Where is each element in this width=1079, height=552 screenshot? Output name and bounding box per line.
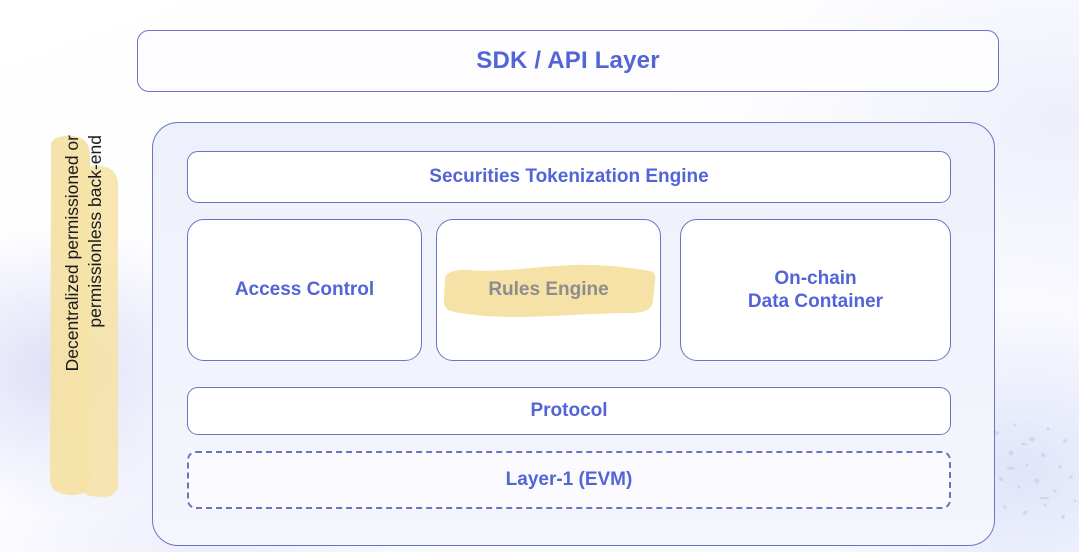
sdk-api-layer-box: SDK / API Layer bbox=[137, 30, 999, 92]
layer-1-evm-label: Layer-1 (EVM) bbox=[505, 469, 633, 491]
layer-1-evm-box: Layer-1 (EVM) bbox=[187, 451, 951, 509]
backend-stack-container: Securities Tokenization Engine Access Co… bbox=[152, 122, 995, 546]
highlighter-marker-icon bbox=[50, 135, 118, 498]
rules-engine-box: Rules Engine bbox=[436, 219, 661, 361]
sdk-api-layer-label: SDK / API Layer bbox=[476, 47, 660, 75]
side-caption-text: Decentralized permissioned or permission… bbox=[45, 133, 123, 498]
protocol-box: Protocol bbox=[187, 387, 951, 435]
side-caption: Decentralized permissioned or permission… bbox=[45, 133, 123, 498]
on-chain-data-container-line1: On-chain bbox=[774, 267, 857, 289]
side-caption-line2: permissionless back-end bbox=[84, 135, 105, 328]
rules-engine-label: Rules Engine bbox=[488, 279, 609, 301]
protocol-label: Protocol bbox=[530, 400, 608, 422]
securities-tokenization-engine-box: Securities Tokenization Engine bbox=[187, 151, 951, 203]
access-control-label: Access Control bbox=[234, 279, 375, 301]
background-speckle-texture bbox=[991, 423, 1077, 519]
on-chain-data-container-line2: Data Container bbox=[747, 291, 884, 312]
side-caption-line1: Decentralized permissioned or bbox=[61, 135, 82, 372]
access-control-box: Access Control bbox=[187, 219, 422, 361]
securities-tokenization-engine-label: Securities Tokenization Engine bbox=[429, 166, 709, 188]
